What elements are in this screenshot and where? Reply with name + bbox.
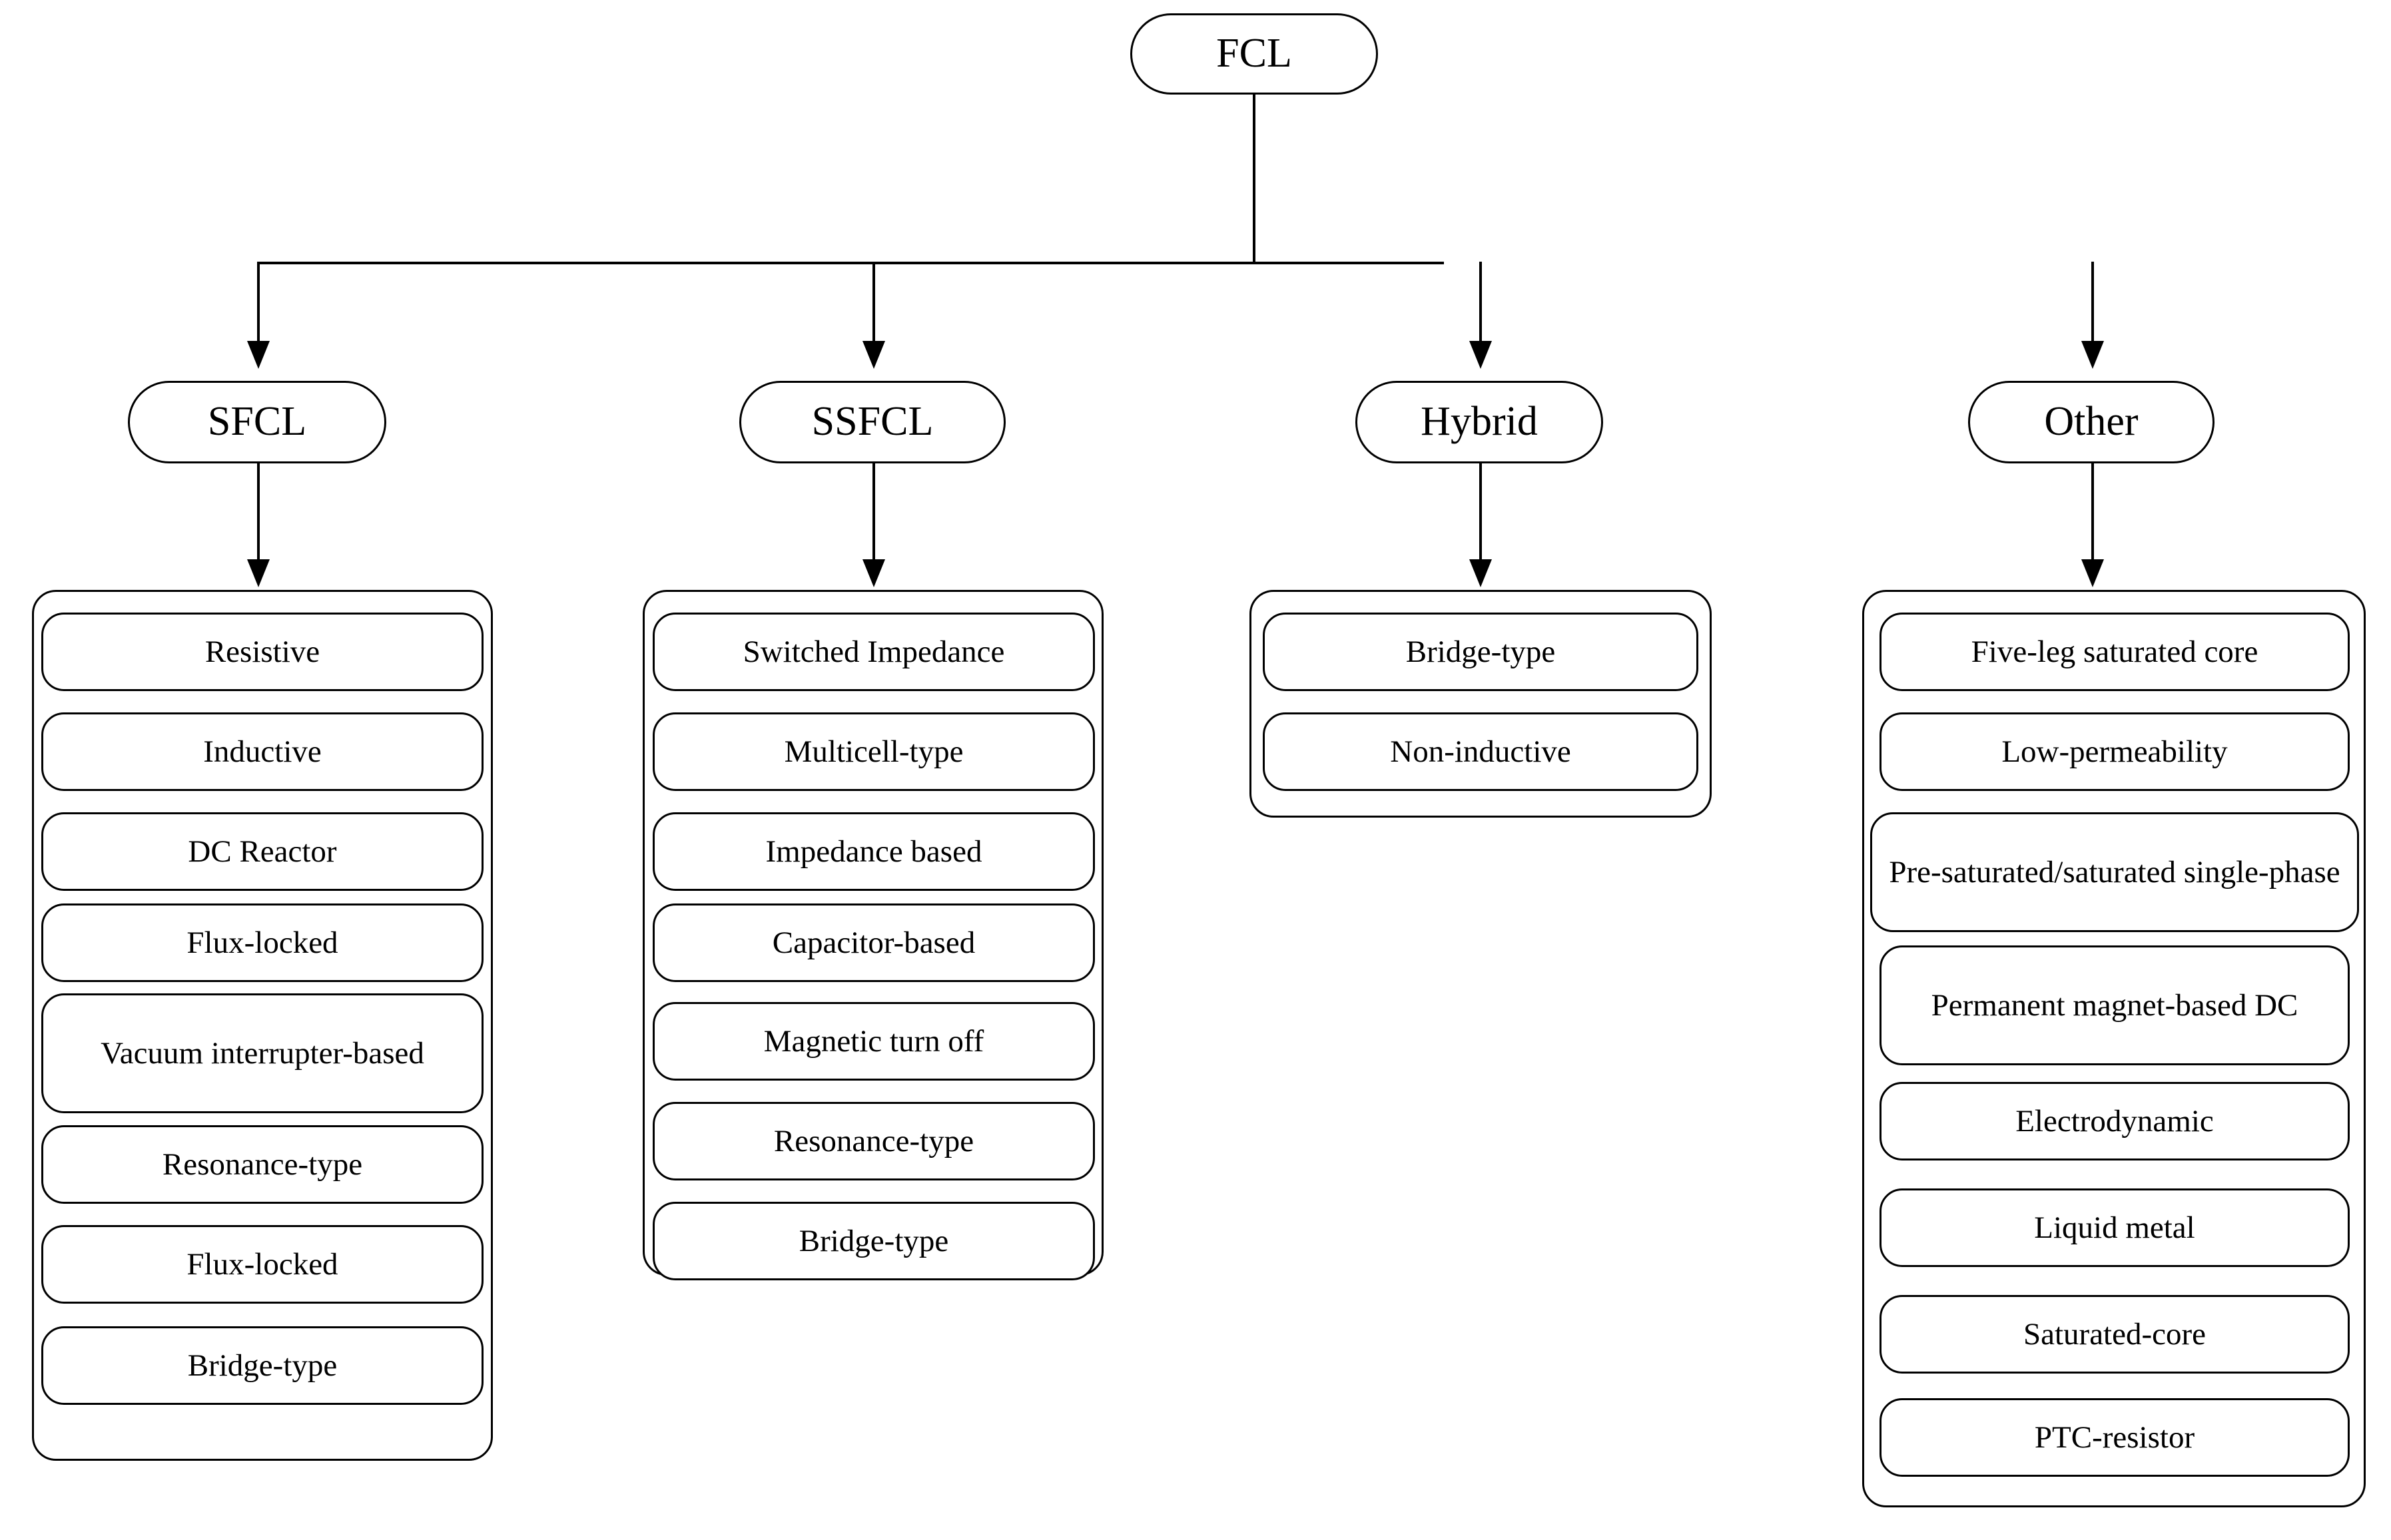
arrowhead-ssfcl-group [862, 559, 885, 587]
arrowhead-other [2081, 341, 2104, 369]
item-sfcl-dc-reactor[interactable]: DC Reactor [41, 812, 484, 891]
item-ssfcl-magnetic-turn-off[interactable]: Magnetic turn off [653, 1002, 1095, 1081]
item-other-ptc-resistor[interactable]: PTC-resistor [1879, 1398, 2350, 1477]
item-label: Permanent magnet-based DC [1931, 987, 2298, 1023]
node-sfcl-label: SFCL [207, 399, 307, 445]
item-hybrid-non-inductive[interactable]: Non-inductive [1263, 712, 1698, 791]
item-ssfcl-capacitor-based[interactable]: Capacitor-based [653, 903, 1095, 982]
item-sfcl-inductive[interactable]: Inductive [41, 712, 484, 791]
item-ssfcl-bridge-type[interactable]: Bridge-type [653, 1202, 1095, 1280]
connector-ssfcl-to-group [872, 463, 875, 570]
connector-drop-ssfcl [872, 262, 875, 350]
item-label: Bridge-type [1405, 634, 1556, 669]
item-other-permanent-magnet-based-dc[interactable]: Permanent magnet-based DC [1879, 945, 2350, 1065]
item-label: Magnetic turn off [763, 1023, 984, 1059]
connector-drop-sfcl [257, 262, 260, 350]
arrowhead-sfcl-group [247, 559, 270, 587]
item-label: Electrodynamic [2015, 1103, 2214, 1139]
item-ssfcl-switched-impedance[interactable]: Switched Impedance [653, 613, 1095, 691]
item-ssfcl-impedance-based[interactable]: Impedance based [653, 812, 1095, 891]
node-fcl-label: FCL [1216, 31, 1292, 77]
node-ssfcl-label: SSFCL [811, 399, 934, 445]
item-other-liquid-metal[interactable]: Liquid metal [1879, 1188, 2350, 1267]
arrowhead-sfcl [247, 341, 270, 369]
item-sfcl-flux-locked-1[interactable]: Flux-locked [41, 903, 484, 982]
item-label: Inductive [203, 734, 322, 769]
item-label: Bridge-type [187, 1348, 338, 1383]
node-other-label: Other [2044, 399, 2139, 445]
item-ssfcl-multicell-type[interactable]: Multicell-type [653, 712, 1095, 791]
item-sfcl-bridge-type[interactable]: Bridge-type [41, 1326, 484, 1405]
item-other-low-permeability[interactable]: Low-permeability [1879, 712, 2350, 791]
arrowhead-other-group [2081, 559, 2104, 587]
node-ssfcl[interactable]: SSFCL [739, 381, 1006, 463]
item-label: Liquid metal [2034, 1210, 2195, 1245]
item-label: Low-permeability [2001, 734, 2228, 769]
item-label: Non-inductive [1390, 734, 1571, 769]
item-other-five-leg-saturated-core[interactable]: Five-leg saturated core [1879, 613, 2350, 691]
item-label: Capacitor-based [772, 925, 976, 960]
connector-drop-hybrid [1479, 262, 1482, 350]
item-label: PTC-resistor [2034, 1419, 2195, 1455]
item-label: Five-leg saturated core [1971, 634, 2258, 669]
item-label: Bridge-type [799, 1223, 949, 1258]
item-sfcl-flux-locked-2[interactable]: Flux-locked [41, 1225, 484, 1304]
item-sfcl-vacuum-interrupter-based[interactable]: Vacuum interrupter-based [41, 993, 484, 1113]
connector-sfcl-to-group [257, 463, 260, 570]
item-label: DC Reactor [188, 834, 337, 869]
item-label: Resistive [204, 634, 320, 669]
item-label: Switched Impedance [743, 634, 1005, 669]
item-label: Vacuum interrupter-based [101, 1035, 424, 1071]
item-label: Flux-locked [186, 1246, 338, 1282]
item-sfcl-resonance-type[interactable]: Resonance-type [41, 1125, 484, 1204]
item-ssfcl-resonance-type[interactable]: Resonance-type [653, 1102, 1095, 1180]
node-hybrid[interactable]: Hybrid [1355, 381, 1603, 463]
item-sfcl-resistive[interactable]: Resistive [41, 613, 484, 691]
node-other[interactable]: Other [1968, 381, 2215, 463]
item-other-pre-saturated-single-phase[interactable]: Pre-saturated/saturated single-phase [1870, 812, 2359, 932]
node-hybrid-label: Hybrid [1421, 399, 1538, 445]
connector-hybrid-to-group [1479, 463, 1482, 570]
item-label: Resonance-type [162, 1147, 363, 1182]
connector-root-bus [257, 262, 1444, 264]
item-label: Flux-locked [186, 925, 338, 960]
arrowhead-hybrid [1469, 341, 1492, 369]
item-other-saturated-core[interactable]: Saturated-core [1879, 1295, 2350, 1374]
arrowhead-hybrid-group [1469, 559, 1492, 587]
item-other-electrodynamic[interactable]: Electrodynamic [1879, 1082, 2350, 1160]
item-label: Pre-saturated/saturated single-phase [1889, 854, 2340, 890]
arrowhead-ssfcl [862, 341, 885, 369]
node-sfcl[interactable]: SFCL [128, 381, 386, 463]
item-label: Resonance-type [773, 1123, 974, 1158]
connector-root-stem [1253, 95, 1255, 263]
item-label: Saturated-core [2023, 1316, 2206, 1352]
item-label: Impedance based [765, 834, 982, 869]
node-fcl[interactable]: FCL [1130, 13, 1378, 95]
item-hybrid-bridge-type[interactable]: Bridge-type [1263, 613, 1698, 691]
connector-other-to-group [2091, 463, 2094, 570]
item-label: Multicell-type [784, 734, 964, 769]
connector-drop-other [2091, 262, 2094, 350]
